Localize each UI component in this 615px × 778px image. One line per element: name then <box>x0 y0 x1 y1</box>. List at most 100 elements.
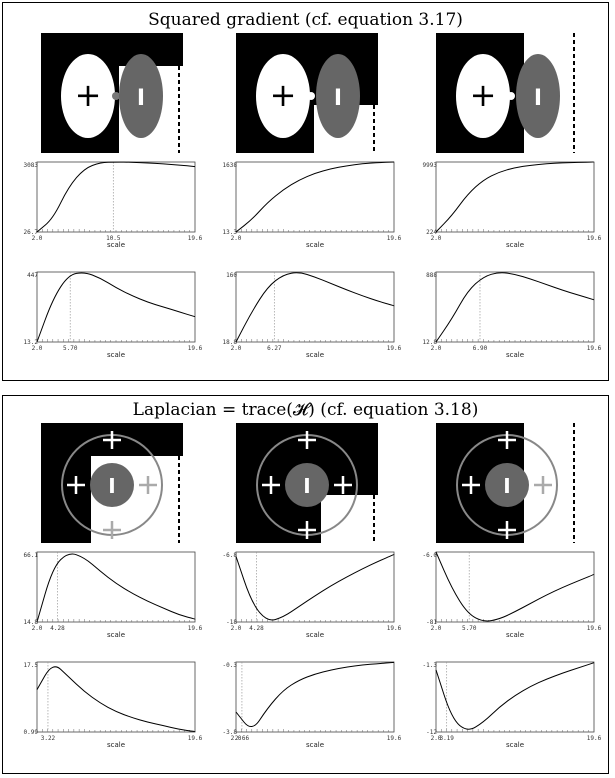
plus-glyph: + <box>470 76 497 114</box>
x-axis-label: scale <box>506 631 524 639</box>
x-tick-label: 4.28 <box>50 625 65 632</box>
x-axis-label: scale <box>306 631 324 639</box>
squared-gradient-section: Squared gradient (cf. equation 3.17) + I… <box>2 2 609 381</box>
x-tick-label: 4.28 <box>249 625 264 632</box>
x-tick-label: 5.70 <box>462 625 477 632</box>
y-tick-label: 1638 <box>223 162 238 169</box>
series-line <box>235 661 395 727</box>
y-tick-label: -18 <box>226 619 237 626</box>
plot-frame <box>435 551 595 623</box>
y-tick-label: -3.8 <box>223 729 238 736</box>
x-tick-label: 19.6 <box>188 345 203 352</box>
x-tick-label: 19.6 <box>188 235 203 242</box>
x-tick-label: 19.6 <box>587 235 602 242</box>
x-tick-label: 19.6 <box>188 625 203 632</box>
x-axis-label: scale <box>107 351 125 359</box>
series-line <box>235 553 395 621</box>
x-tick-label: 2.0 <box>32 345 43 352</box>
y-tick-label: 9993 <box>423 162 438 169</box>
illustration-6: I <box>436 423 578 543</box>
y-tick-label: 12.8 <box>423 339 438 346</box>
bar-glyph: I <box>137 86 145 111</box>
x-tick-label: 19.6 <box>587 735 602 742</box>
plot-frame <box>435 161 595 233</box>
chart-svg: -6.8 -182.0 4.28 19.6 scale <box>223 551 402 639</box>
section-title: Laplacian = trace(𝓗) (cf. equation 3.18) <box>132 400 479 420</box>
plus-glyph: + <box>75 76 102 114</box>
series-line <box>36 666 196 733</box>
x-tick-label: 2.0 <box>431 235 442 242</box>
x-axis-label: scale <box>306 741 324 749</box>
y-tick-label: -1.3 <box>423 662 438 669</box>
y-tick-label: 13.3 <box>223 229 238 236</box>
illustration-4: I <box>41 423 183 543</box>
bar-glyph: I <box>108 474 115 498</box>
chart-svg: 66.1 14.82.0 4.28 19.6 scale <box>24 551 203 639</box>
x-tick-label: 3.22 <box>41 735 56 742</box>
y-tick-label: 18.8 <box>223 339 238 346</box>
x-axis-label: scale <box>506 351 524 359</box>
y-tick-label: 17.5 <box>24 662 39 669</box>
illustration-5: I <box>236 423 378 543</box>
y-tick-label: 160 <box>226 272 237 279</box>
plot-frame <box>235 661 395 733</box>
x-tick-label: 2.66 <box>235 735 250 742</box>
series-line <box>435 662 595 730</box>
y-tick-label: 26.7 <box>24 229 39 236</box>
laplacian-section: Laplacian = trace(𝓗) (cf. equation 3.18)… <box>2 395 609 774</box>
x-tick-label: 19.6 <box>387 345 402 352</box>
x-tick-label: 6.27 <box>267 345 282 352</box>
bar-glyph: I <box>303 474 310 498</box>
plot-frame <box>435 661 595 733</box>
y-tick-label: -0.3 <box>223 662 238 669</box>
x-tick-label: 2.0 <box>231 625 242 632</box>
y-tick-label: 888 <box>426 272 437 279</box>
x-tick-label: 19.6 <box>387 625 402 632</box>
x-tick-label: 2.0 <box>431 625 442 632</box>
y-tick-label: 66.1 <box>24 552 39 559</box>
illustration-1: + I <box>41 33 183 153</box>
plot-frame <box>435 271 595 343</box>
bar-glyph: I <box>334 86 342 111</box>
series-line <box>435 272 595 343</box>
x-tick-label: 19.6 <box>387 735 402 742</box>
series-line <box>36 272 196 343</box>
illustration-3: + I <box>436 33 578 153</box>
x-axis-label: scale <box>107 741 125 749</box>
y-tick-label: -81 <box>426 619 437 626</box>
x-axis-label: scale <box>506 241 524 249</box>
x-tick-label: 2.0 <box>32 235 43 242</box>
x-tick-label: 19.6 <box>387 235 402 242</box>
y-tick-label: 447 <box>27 272 38 279</box>
y-tick-label: 224 <box>426 229 437 236</box>
plus-glyph: + <box>270 76 297 114</box>
x-axis-label: scale <box>107 631 125 639</box>
x-tick-label: 2.0 <box>32 625 43 632</box>
x-axis-label: scale <box>306 351 324 359</box>
series-line <box>36 553 196 623</box>
plot-frame <box>36 661 196 733</box>
y-tick-label: -6.8 <box>223 552 238 559</box>
plot-frame <box>235 161 395 233</box>
x-tick-label: 19.6 <box>587 345 602 352</box>
y-tick-label: 3083 <box>24 162 39 169</box>
illustration-2: + I <box>236 33 378 153</box>
x-axis-label: scale <box>306 241 324 249</box>
x-tick-label: 6.90 <box>473 345 488 352</box>
y-tick-label: 14.8 <box>24 619 39 626</box>
